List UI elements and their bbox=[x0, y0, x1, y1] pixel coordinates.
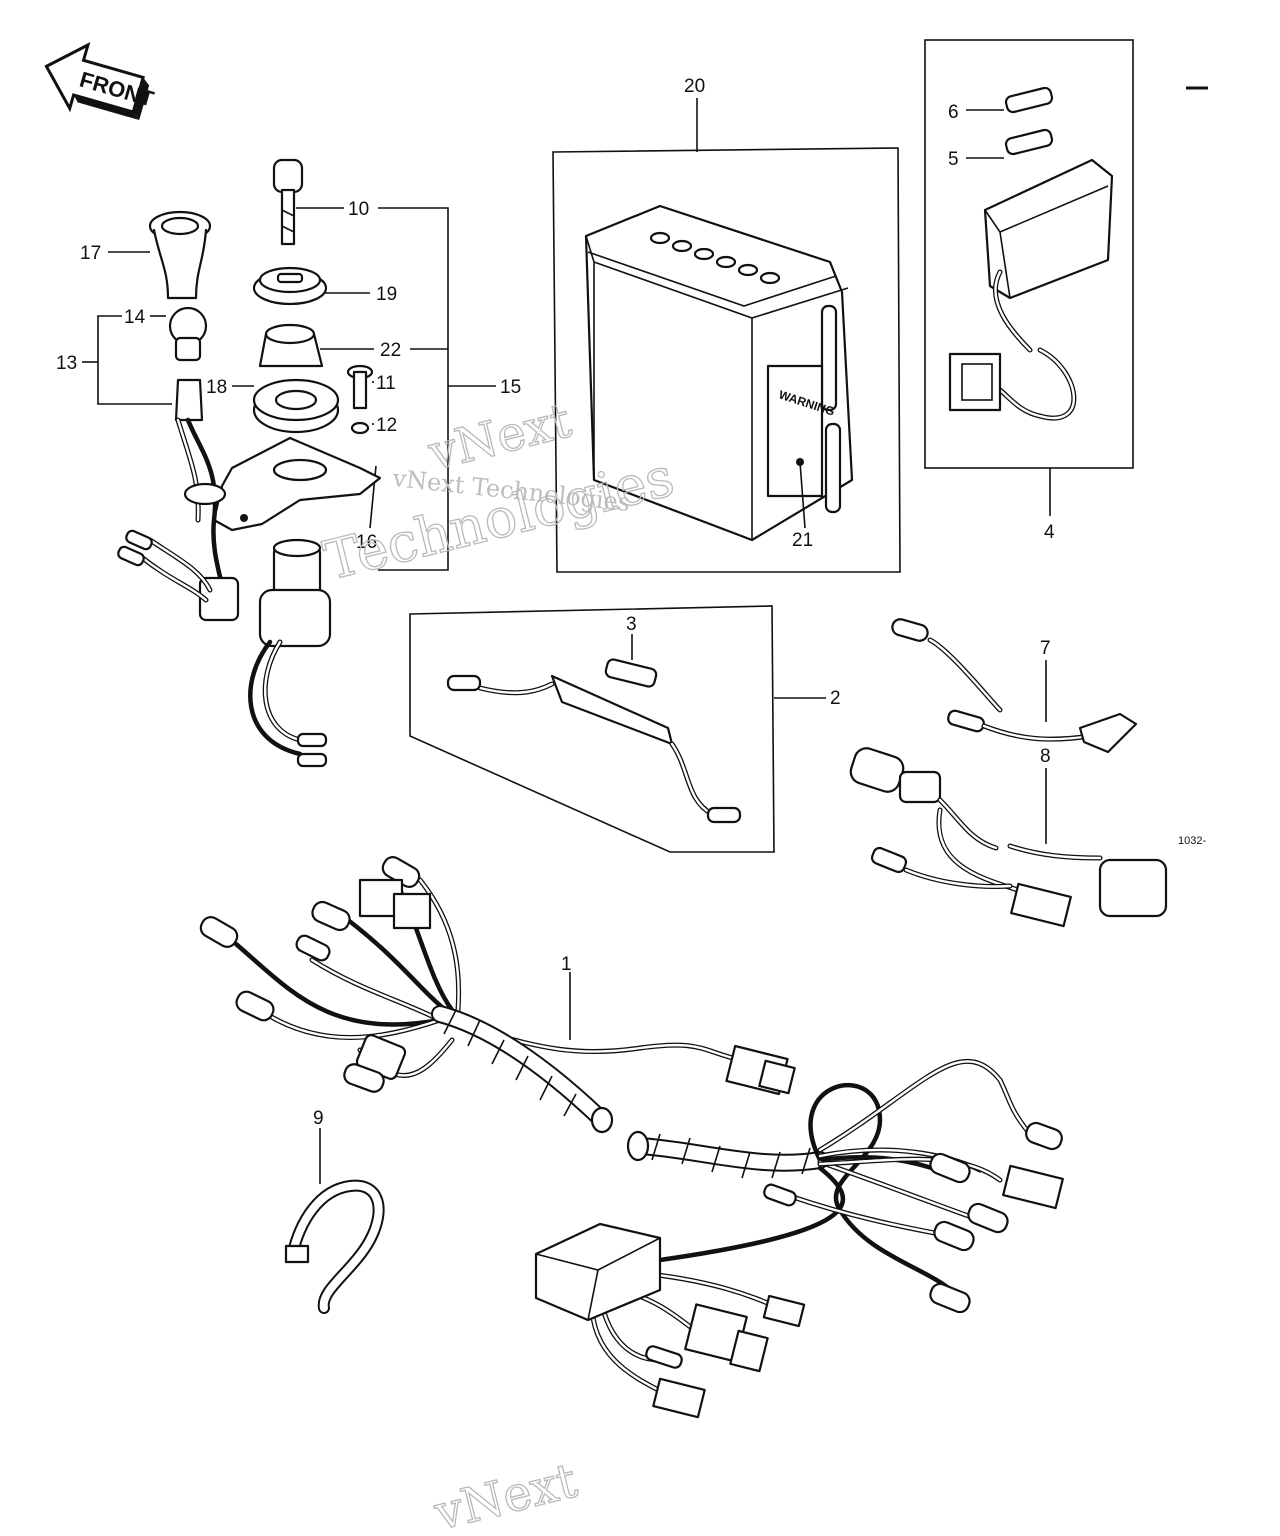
lamp-cover-17-icon bbox=[148, 210, 212, 300]
callout-9: 9 bbox=[313, 1108, 324, 1129]
callout-20: 20 bbox=[684, 76, 705, 97]
callout-6: 6 bbox=[948, 102, 959, 123]
ignition-key-icon bbox=[272, 158, 304, 246]
fuse-group-frame bbox=[924, 39, 1134, 469]
callout-11: 11 bbox=[376, 373, 396, 394]
battery-icon: WARNING bbox=[584, 204, 854, 542]
fuse-6-icon bbox=[1004, 86, 1054, 114]
callout-10: 10 bbox=[348, 199, 369, 220]
switch-cover-icon bbox=[252, 266, 328, 306]
callout-3: 3 bbox=[626, 614, 637, 635]
cable-tie-icon bbox=[284, 1179, 385, 1314]
bulb-socket-13-icon bbox=[117, 378, 240, 622]
callout-16: 16 bbox=[356, 532, 377, 553]
callout-8: 8 bbox=[1040, 746, 1051, 767]
ground-lead-8-icon bbox=[849, 747, 1168, 928]
callout-19: 19 bbox=[376, 284, 397, 305]
fuse-holder-frame bbox=[409, 605, 775, 853]
fuse-3-icon bbox=[604, 658, 658, 688]
callout-2: 2 bbox=[830, 688, 841, 709]
callout-4: 4 bbox=[1044, 522, 1055, 543]
callout-14: 14 bbox=[124, 307, 146, 328]
main-harness-icon bbox=[199, 856, 1064, 1419]
ignition-switch-icon bbox=[248, 538, 332, 768]
callout-7: 7 bbox=[1040, 638, 1051, 659]
fuse-holder-icon bbox=[446, 674, 742, 824]
grommet-22-icon bbox=[258, 323, 324, 368]
fuse-5-icon bbox=[1004, 128, 1054, 156]
ground-lead-7-icon bbox=[891, 618, 1138, 754]
callout-15: 15 bbox=[500, 377, 521, 398]
callout-18: 18 bbox=[206, 377, 227, 398]
callout-5: 5 bbox=[948, 149, 959, 170]
callout-22: 22 bbox=[380, 340, 401, 361]
battery-group-frame bbox=[552, 147, 901, 573]
bracket-16-icon bbox=[212, 436, 382, 532]
callout-17: 17 bbox=[80, 243, 101, 264]
callout-12: 12 bbox=[376, 415, 397, 436]
watermark-vnext: vNext bbox=[422, 392, 576, 481]
front-arrow-icon: FRONT bbox=[44, 42, 157, 121]
bulb-14-icon bbox=[168, 306, 208, 362]
bracket-15 bbox=[378, 207, 449, 571]
callout-13: 13 bbox=[56, 353, 77, 374]
watermark-technologies: Technologies bbox=[318, 445, 680, 593]
callout-21: 21 bbox=[792, 530, 813, 551]
callout-1: 1 bbox=[561, 954, 572, 975]
screw-11-icon bbox=[346, 364, 374, 410]
grommet-18-icon bbox=[252, 378, 340, 434]
fuse-box-icon bbox=[948, 158, 1114, 421]
washer-12-icon bbox=[350, 421, 370, 435]
watermark-vnext-bottom: vNext bbox=[428, 1452, 582, 1536]
ref-code: 1032- bbox=[1178, 835, 1206, 847]
